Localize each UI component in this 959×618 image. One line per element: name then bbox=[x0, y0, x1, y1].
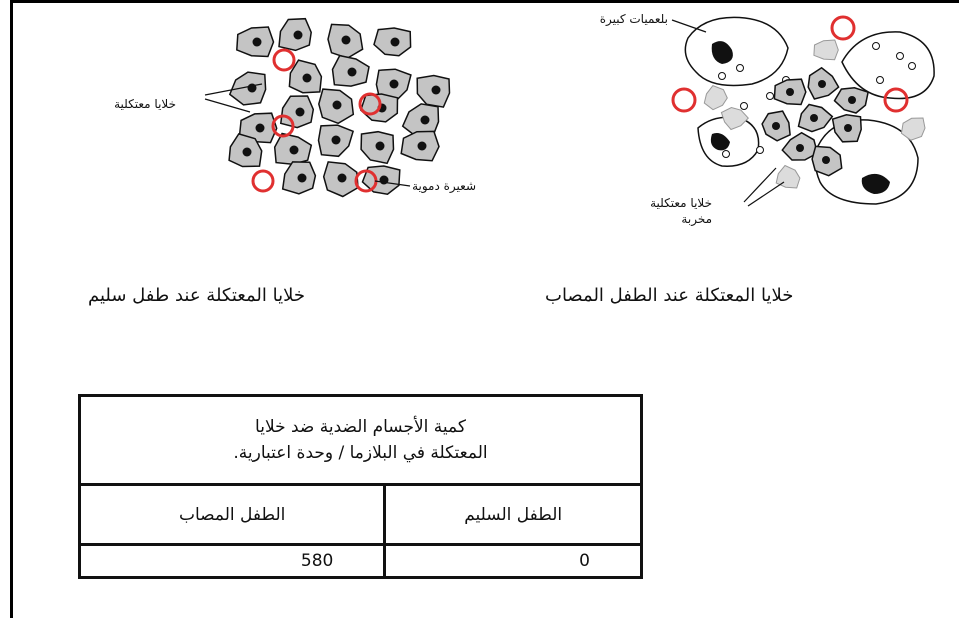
antibody-table: كمية الأجسام الضدية ضد خلايا المعتكلة في… bbox=[77, 394, 643, 579]
damaged-cell-fragment bbox=[900, 117, 926, 141]
cell-nucleus bbox=[772, 122, 780, 130]
granule bbox=[908, 62, 916, 70]
cell-nucleus bbox=[295, 107, 305, 117]
cell-nucleus bbox=[347, 67, 357, 77]
value-sick-child: 580 bbox=[77, 543, 387, 579]
capillary-marker bbox=[358, 92, 382, 116]
cell-nucleus bbox=[293, 30, 303, 40]
page-border-left bbox=[10, 0, 13, 618]
cell-nucleus bbox=[786, 88, 794, 96]
macrophage-nucleus bbox=[711, 41, 733, 64]
cell-nucleus bbox=[337, 173, 347, 183]
capillary-marker bbox=[251, 169, 275, 193]
label-pointer bbox=[743, 167, 777, 203]
cell-nucleus bbox=[810, 114, 818, 122]
macrophages-label: بلعميات كبيرة bbox=[599, 12, 668, 26]
capillary-marker bbox=[830, 15, 856, 41]
damaged-cell-fragment bbox=[720, 106, 749, 131]
cell-nucleus bbox=[844, 124, 852, 132]
table-title-line2: المعتكلة في البلازما / وحدة اعتبارية. bbox=[233, 443, 488, 463]
granule bbox=[722, 150, 730, 158]
cell-nucleus bbox=[331, 135, 341, 145]
cell-nucleus bbox=[417, 141, 427, 151]
capillary-label: شعيرة دموية bbox=[412, 179, 476, 193]
label-pointer bbox=[204, 83, 263, 96]
capillary-marker bbox=[671, 87, 697, 113]
cell-nucleus bbox=[341, 35, 351, 45]
cell-nucleus bbox=[822, 156, 830, 164]
capillary-marker bbox=[271, 114, 295, 138]
macrophage bbox=[684, 16, 789, 87]
table-title: كمية الأجسام الضدية ضد خلايا المعتكلة في… bbox=[78, 394, 643, 486]
cell-nucleus bbox=[297, 173, 307, 183]
table-columns-row: الطفل المصاب الطفل السليم bbox=[77, 483, 643, 546]
cell-nucleus bbox=[390, 37, 400, 47]
macrophage bbox=[841, 31, 935, 100]
granule bbox=[736, 64, 744, 72]
cell-nucleus bbox=[796, 144, 804, 152]
damaged-cell-fragment bbox=[775, 164, 801, 189]
cell-nucleus bbox=[242, 147, 252, 157]
cell-nucleus bbox=[818, 80, 826, 88]
label-pointer bbox=[747, 181, 785, 207]
damaged-cell-fragment bbox=[813, 39, 839, 61]
table-values-row: 580 0 bbox=[77, 543, 643, 579]
cell-nucleus bbox=[375, 141, 385, 151]
col-sick-child: الطفل المصاب bbox=[77, 483, 387, 546]
granule bbox=[740, 102, 748, 110]
damaged-cells-label: خلايا معتكلية مخربة bbox=[650, 196, 712, 226]
granule bbox=[756, 146, 764, 154]
cell-nucleus bbox=[431, 85, 441, 95]
cell-nucleus bbox=[302, 73, 312, 83]
label-pointer bbox=[671, 19, 707, 33]
cell-nucleus bbox=[252, 37, 262, 47]
macrophage-nucleus bbox=[861, 173, 890, 194]
capillary-marker bbox=[883, 87, 909, 113]
granule bbox=[872, 42, 880, 50]
healthy-islet-diagram bbox=[204, 17, 451, 198]
cell-nucleus bbox=[255, 123, 265, 133]
islet-cells-label: خلايا معتكلية bbox=[114, 97, 176, 111]
label-pointer bbox=[204, 98, 251, 113]
table-title-line1: كمية الأجسام الضدية ضد خلايا bbox=[255, 417, 466, 437]
damaged-cell-fragment bbox=[703, 84, 728, 111]
damaged-islet-diagram bbox=[671, 15, 935, 207]
macrophage-nucleus bbox=[710, 133, 730, 151]
table-header-row: كمية الأجسام الضدية ضد خلايا المعتكلة في… bbox=[78, 394, 643, 486]
cell-nucleus bbox=[289, 145, 299, 155]
cell-nucleus bbox=[332, 100, 342, 110]
healthy-caption: خلايا المعتكلة عند طفل سليم bbox=[88, 285, 305, 306]
cell-nucleus bbox=[389, 79, 399, 89]
capillary-marker bbox=[272, 48, 296, 72]
value-healthy-child: 0 bbox=[383, 543, 643, 579]
label-pointer bbox=[374, 180, 411, 187]
cell-nucleus bbox=[848, 96, 856, 104]
cell-nucleus bbox=[420, 115, 430, 125]
col-healthy-child: الطفل السليم bbox=[383, 483, 643, 546]
page-border-top bbox=[10, 0, 959, 3]
granule bbox=[876, 76, 884, 84]
granule bbox=[766, 92, 774, 100]
granule bbox=[896, 52, 904, 60]
sick-caption: خلايا المعتكلة عند الطفل المصاب bbox=[545, 285, 794, 306]
granule bbox=[718, 72, 726, 80]
